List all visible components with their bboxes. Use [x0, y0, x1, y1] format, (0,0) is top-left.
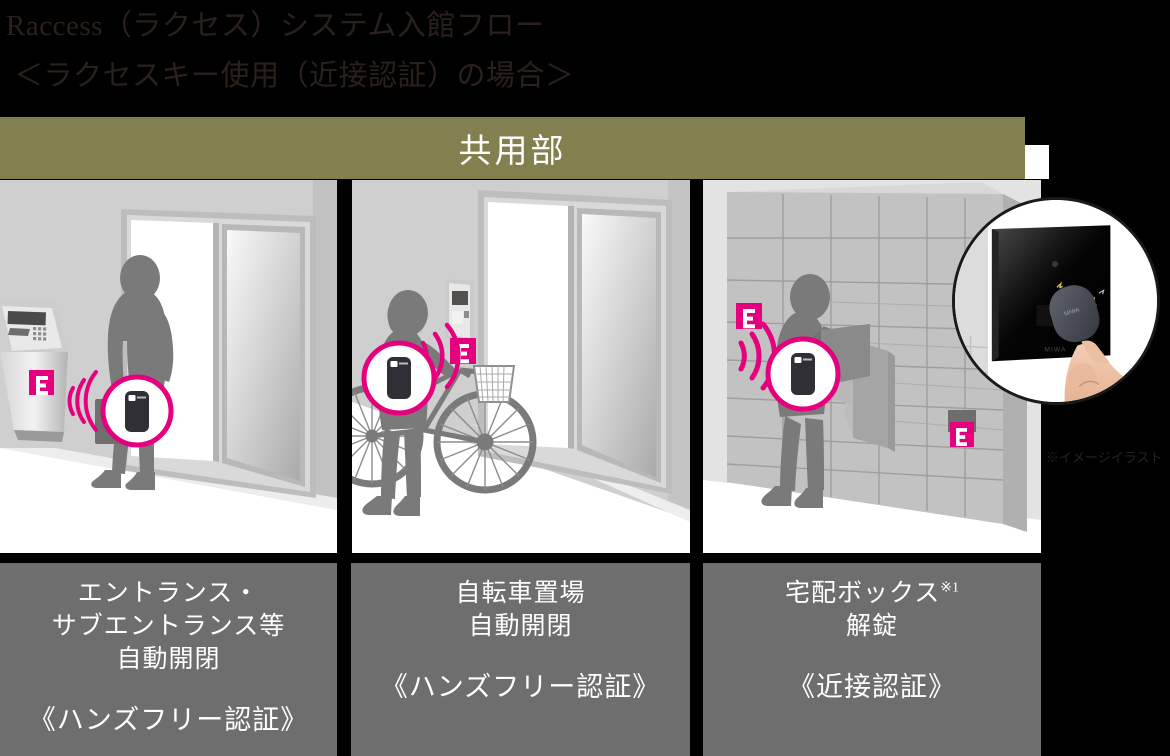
caption-line: 自動開閉 [468, 613, 573, 640]
illustration-panel-entrance [0, 180, 337, 553]
footnote-marker: ※1 [940, 580, 959, 596]
svg-text:MIWA: MIWA [1044, 347, 1066, 354]
reader-badge-left-icon [736, 303, 762, 329]
hand [1064, 340, 1157, 402]
key-fob: MIWA [1049, 285, 1100, 343]
section-header-band: 共用部 [0, 117, 1025, 179]
caption-line: エントランス・ [77, 580, 260, 607]
key-fob-detail-inset: MIWA MIWA [952, 197, 1160, 405]
auth-mode-label: 《近接認証》 [788, 672, 956, 702]
illustration-panel-delivery-box [703, 180, 1041, 553]
auth-mode-label: 《ハンズフリー認証》 [28, 705, 309, 735]
reader-badge-right-icon [950, 422, 974, 447]
caption-line-text: 宅配ボックス [785, 580, 941, 607]
section-header-label: 共用部 [458, 134, 567, 170]
caption-line: 解錠 [845, 613, 898, 640]
signal-waves-icon [67, 370, 98, 432]
title-line-2: ＜ラクセスキー使用（近接認証）の場合＞ [14, 60, 575, 92]
key-fob-callout [361, 340, 437, 416]
key-fob-callout [765, 336, 841, 412]
caption-card-delivery-box: 宅配ボックス※1 解錠 《近接認証》 [703, 563, 1041, 756]
caption-line: サブエントランス等 [51, 613, 286, 640]
illustration-panel-bicycle-parking [352, 180, 690, 553]
band-notch [1025, 145, 1049, 179]
reader-badge-icon [29, 370, 54, 395]
caption-card-bicycle-parking: 自転車置場 自動開閉 《ハンズフリー認証》 [351, 563, 690, 756]
caption-line: 自転車置場 [455, 580, 586, 607]
inset-caption: ※イメージイラスト [1046, 450, 1163, 465]
caption-card-entrance: エントランス・ サブエントランス等 自動開閉 《ハンズフリー認証》 [0, 563, 337, 756]
caption-line: 自動開閉 [116, 646, 221, 673]
title-line-1: Raccess（ラクセス）システム入館フロー [6, 10, 545, 42]
page-title: Raccess（ラクセス）システム入館フロー ＜ラクセスキー使用（近接認証）の場… [0, 0, 1170, 110]
reader-badge-icon [450, 338, 476, 364]
bicycle-basket [472, 365, 516, 403]
key-fob-callout [100, 374, 174, 448]
auth-mode-label: 《ハンズフリー認証》 [380, 672, 661, 702]
svg-text:MIWA: MIWA [1064, 307, 1081, 317]
caption-line: 宅配ボックス※1 [785, 577, 959, 610]
